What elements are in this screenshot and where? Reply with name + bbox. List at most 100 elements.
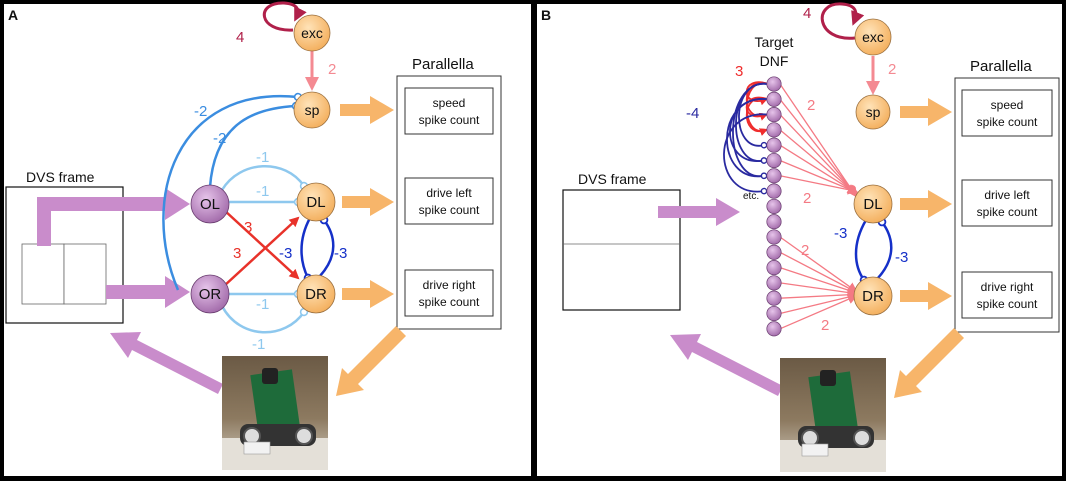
dnf-to-dr-connection	[779, 294, 858, 330]
robot-to-dvs-arrow-b	[670, 334, 783, 396]
speed-box-b-line1: speed	[991, 98, 1024, 112]
neuron-dl-b-label: DL	[863, 196, 882, 213]
dvs-region-right	[63, 243, 107, 305]
dr-to-dl-inhibition-b	[877, 217, 893, 279]
speed-box-b-line2: spike count	[977, 115, 1038, 129]
weight-dr-dl-b: -3	[895, 249, 908, 266]
neuron-exc-b-label: exc	[862, 29, 884, 45]
sp-output-arrow-b	[900, 98, 952, 126]
neuron-or	[190, 274, 230, 314]
dnf-neuron	[766, 168, 782, 184]
weight-dl-dr: -3	[279, 245, 292, 262]
input-arrow-or	[106, 276, 190, 308]
weight-dnf-dl-2: 2	[803, 190, 811, 207]
dnf-to-dr-connection	[779, 292, 858, 315]
dnf-lateral-connections	[723, 81, 769, 195]
neuron-exc-b	[854, 18, 892, 56]
dnf-lateral-inhibition	[723, 113, 769, 195]
dnf-to-dl-connection	[779, 129, 858, 195]
weight-ol-sp: -2	[213, 130, 226, 147]
dnf-neuron	[766, 198, 782, 214]
dl-to-dr-inhibition	[300, 217, 313, 283]
drive-left-box	[404, 177, 494, 225]
weight-ol-dl-top: -1	[256, 149, 269, 166]
dnf-neuron	[766, 152, 782, 169]
weight-dnf-dr-2: 2	[821, 317, 829, 334]
drive-right-line2: spike count	[419, 295, 480, 309]
ol-to-dl-inhibition-top	[220, 164, 309, 191]
or-to-sp-inhibition	[162, 92, 303, 291]
dl-output-arrow	[342, 188, 394, 216]
etc-label: etc.	[743, 191, 759, 202]
dnf-to-dl-connection	[779, 159, 858, 194]
parallella-title: Parallella	[412, 56, 474, 73]
neuron-or-label: OR	[199, 286, 222, 303]
parallella-title-b: Parallella	[970, 58, 1032, 75]
dnf-neuron	[766, 244, 782, 260]
dnf-lateral-inhibition	[732, 83, 769, 180]
dl-output-arrow-b	[900, 190, 952, 218]
robot-photo	[222, 356, 328, 470]
parallella-to-robot-arrow	[336, 326, 406, 396]
drive-right-line1: drive right	[423, 278, 476, 292]
robot-photo-b	[780, 358, 886, 472]
drive-right-b-line2: spike count	[977, 297, 1038, 311]
weight-exc-self: 4	[236, 29, 244, 46]
weight-or-dr-bottom: -1	[252, 336, 265, 353]
neuron-exc	[293, 14, 331, 52]
drive-left-b-line2: spike count	[977, 205, 1038, 219]
weight-dnf-excite: 3	[735, 63, 743, 80]
dnf-neuron	[766, 305, 782, 322]
weight-dr-dl: -3	[334, 245, 347, 262]
speed-box-line1: speed	[433, 96, 466, 110]
neuron-exc-label: exc	[301, 25, 323, 41]
dnf-title-line2: DNF	[760, 53, 789, 69]
drive-left-b-line1: drive left	[984, 188, 1030, 202]
or-to-dl-excitation	[223, 216, 300, 287]
weight-dnf-inhibit: -4	[686, 105, 699, 122]
weight-exc-sp: 2	[328, 61, 336, 78]
dnf-neuron	[766, 122, 782, 138]
dnf-to-dr-connection	[779, 236, 858, 293]
speed-spike-count-box	[404, 87, 494, 135]
or-to-dr-inhibition-bottom	[220, 305, 309, 334]
dnf-neuron-column	[766, 76, 782, 337]
neuron-dr	[296, 274, 336, 314]
dnf-to-dl-connection	[779, 114, 858, 196]
ol-to-dr-excitation	[223, 209, 300, 280]
weight-exc-self-b: 4	[803, 5, 811, 22]
dnf-to-dr-connection	[779, 251, 858, 293]
weight-or-sp: -2	[194, 103, 207, 120]
speed-spike-count-box-b	[961, 89, 1053, 137]
dnf-neuron	[766, 183, 782, 199]
dnf-to-dr-connection	[779, 266, 858, 296]
drive-left-line2: spike count	[419, 203, 480, 217]
weight-dl-dr-b: -3	[834, 225, 847, 242]
weight-dnf-dr-1: 2	[801, 242, 809, 259]
weight-or-dl: 3	[233, 245, 241, 262]
parallella-to-robot-arrow-b	[894, 328, 964, 398]
input-arrow-dnf	[658, 198, 740, 226]
dnf-to-dl-connection	[779, 144, 858, 194]
drive-right-b-line1: drive right	[981, 280, 1034, 294]
neuron-ol-label: OL	[200, 196, 220, 213]
ol-to-sp-inhibition	[208, 101, 301, 188]
dnf-to-dl-connection	[779, 98, 858, 197]
dnf-neuron	[766, 137, 782, 153]
panel-a-label: A	[8, 7, 18, 23]
neuron-dr-label: DR	[305, 286, 327, 303]
neuron-sp	[293, 91, 331, 129]
weight-ol-dl-mid: -1	[256, 183, 269, 200]
speed-box-line2: spike count	[419, 113, 480, 127]
sp-output-arrow	[340, 96, 394, 124]
neuron-dl	[296, 182, 336, 222]
dnf-to-dr-connection	[779, 289, 858, 300]
neuron-dr-b	[853, 276, 893, 316]
neuron-sp-b	[855, 94, 891, 130]
weight-exc-sp-b: 2	[888, 61, 896, 78]
exc-self-connection-b	[820, 2, 865, 40]
dvs-frame-title: DVS frame	[26, 169, 95, 185]
dnf-neuron	[766, 214, 782, 230]
input-arrow-ol	[37, 188, 190, 246]
